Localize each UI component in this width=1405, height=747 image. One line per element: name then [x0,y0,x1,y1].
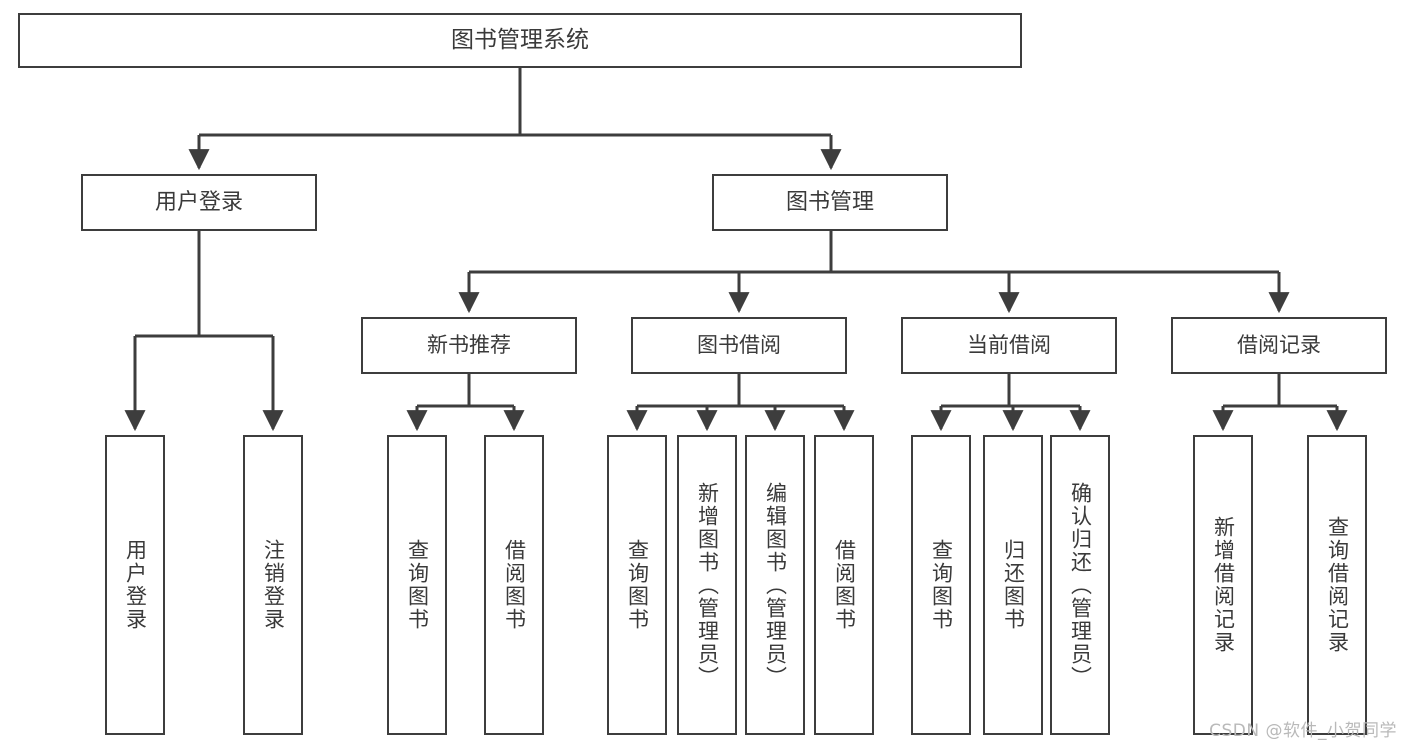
node-label: 图书借阅 [697,332,781,357]
node-leaf-user-login[interactable]: 用户登录 [105,435,165,735]
node-leaf-query-book-2[interactable]: 查询图书 [607,435,667,735]
node-leaf-borrow-book-1[interactable]: 借阅图书 [484,435,544,735]
node-label: 图书管理 [785,189,874,215]
node-leaf-edit-book[interactable]: 编辑图书（管理员） [745,435,805,735]
node-label: 借阅图书 [502,539,527,631]
node-label: 查询借阅记录 [1325,516,1350,654]
node-leaf-borrow-book-2[interactable]: 借阅图书 [814,435,874,735]
node-label: 当前借阅 [967,332,1051,357]
node-label: 查询图书 [929,539,954,631]
node-label: 归还图书 [1001,539,1026,631]
node-book-manage[interactable]: 图书管理 [712,174,948,231]
node-leaf-query-book-3[interactable]: 查询图书 [911,435,971,735]
node-leaf-query-record[interactable]: 查询借阅记录 [1307,435,1367,735]
node-label: 新增借阅记录 [1211,516,1236,654]
node-label: 编辑图书（管理员） [763,481,788,689]
node-label: 新书推荐 [427,332,511,357]
node-label: 新增图书（管理员） [695,481,720,689]
node-borrow-record[interactable]: 借阅记录 [1171,317,1387,374]
node-leaf-user-logout[interactable]: 注销登录 [243,435,303,735]
node-label: 查询图书 [405,539,430,631]
node-leaf-query-book-1[interactable]: 查询图书 [387,435,447,735]
node-leaf-return-book[interactable]: 归还图书 [983,435,1043,735]
node-leaf-confirm-return[interactable]: 确认归还（管理员） [1050,435,1110,735]
node-leaf-add-book[interactable]: 新增图书（管理员） [677,435,737,735]
node-label: 确认归还（管理员） [1068,481,1093,689]
node-book-borrow[interactable]: 图书借阅 [631,317,847,374]
watermark: CSDN @软件_小贺同学 [1209,721,1397,741]
node-root-label: 图书管理系统 [451,27,589,54]
node-label: 用户登录 [123,539,148,631]
node-leaf-add-record[interactable]: 新增借阅记录 [1193,435,1253,735]
node-new-book-recommend[interactable]: 新书推荐 [361,317,577,374]
node-current-borrow[interactable]: 当前借阅 [901,317,1117,374]
node-label: 借阅图书 [832,539,857,631]
node-label: 查询图书 [625,539,650,631]
node-user-login[interactable]: 用户登录 [81,174,317,231]
node-label: 注销登录 [261,539,286,631]
node-root[interactable]: 图书管理系统 [18,13,1022,68]
node-label: 借阅记录 [1237,332,1321,357]
node-label: 用户登录 [154,189,243,215]
